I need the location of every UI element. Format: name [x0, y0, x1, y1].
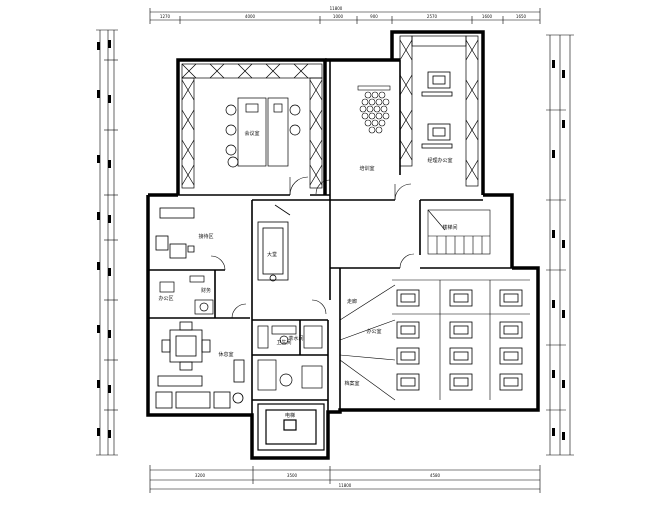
room-label-toilet: 卫生间: [276, 339, 291, 346]
elevator-box: [257, 403, 325, 451]
top-dim-3: 1000: [333, 14, 344, 19]
bottom-dimension-chain: [149, 465, 541, 493]
top-dim-1: 1270: [160, 14, 171, 19]
top-dimension-chain: [149, 8, 541, 24]
workstation: [449, 321, 473, 339]
room-label-finance: 财务: [201, 287, 211, 294]
office-a-furniture: [159, 275, 214, 315]
bottom-overall-dimension: 11800: [339, 483, 352, 488]
workstation: [396, 373, 420, 391]
top-dim-4: 900: [370, 14, 378, 19]
toilet-fixtures: [257, 325, 323, 391]
left-dimension-text-marks: [97, 40, 111, 438]
workstation: [499, 321, 523, 339]
room-label-pantry: 茶水间: [288, 335, 303, 342]
exterior-walls: [146, 30, 540, 460]
reception-furniture: [155, 207, 195, 259]
room-label-stair-hall: 楼梯间: [442, 224, 457, 231]
top-dim-7: 1650: [516, 14, 527, 19]
room-label-open-office: 办公室: [366, 328, 381, 335]
door-swings: [210, 176, 415, 319]
room-label-training-room: 培训室: [359, 165, 374, 172]
room-label-corridor: 走廊: [347, 298, 357, 305]
workstation: [396, 347, 420, 365]
bottom-dim-1: 3200: [195, 473, 206, 478]
right-dimension-text-marks: [552, 60, 565, 440]
room-label-reception: 接待区: [198, 233, 213, 240]
workstation: [449, 373, 473, 391]
workstation: [396, 289, 420, 307]
workstation-partitions: [392, 279, 530, 400]
top-dim-5: 2570: [427, 14, 438, 19]
workstation: [449, 289, 473, 307]
top-overall-dimension: 11800: [330, 6, 343, 11]
corridor-diagonals: [339, 284, 396, 401]
bottom-dim-2: 3500: [287, 473, 298, 478]
right-dimension-chain: [546, 34, 574, 456]
top-dim-2: 4000: [245, 14, 256, 19]
workstation-grid: [396, 289, 523, 391]
workstation: [499, 373, 523, 391]
workstation: [499, 289, 523, 307]
room-label-office-a: 办公区: [158, 295, 173, 302]
workstation: [499, 347, 523, 365]
room-label-archive: 档案室: [344, 380, 359, 387]
room-label-meeting-room: 会议室: [244, 130, 259, 137]
lounge-furniture: [155, 321, 245, 409]
meeting-room-perimeter-grid: [181, 63, 323, 189]
room-label-elevator: 电梯: [285, 412, 295, 419]
staircase: [427, 209, 491, 255]
room-label-manager-office: 经理办公室: [427, 157, 452, 164]
workstation: [396, 321, 420, 339]
manager-block-perimeter-grid: [399, 35, 479, 187]
workstation: [449, 347, 473, 365]
bottom-dim-3: 4580: [430, 473, 441, 478]
room-label-lobby: 大堂: [267, 251, 277, 258]
top-dim-6: 1600: [482, 14, 493, 19]
room-label-lounge: 休息室: [218, 351, 233, 358]
meeting-table-group: [225, 97, 301, 168]
training-seating-cluster: [357, 85, 391, 134]
lobby-feature: [257, 204, 291, 282]
manager-desks: [421, 71, 453, 149]
